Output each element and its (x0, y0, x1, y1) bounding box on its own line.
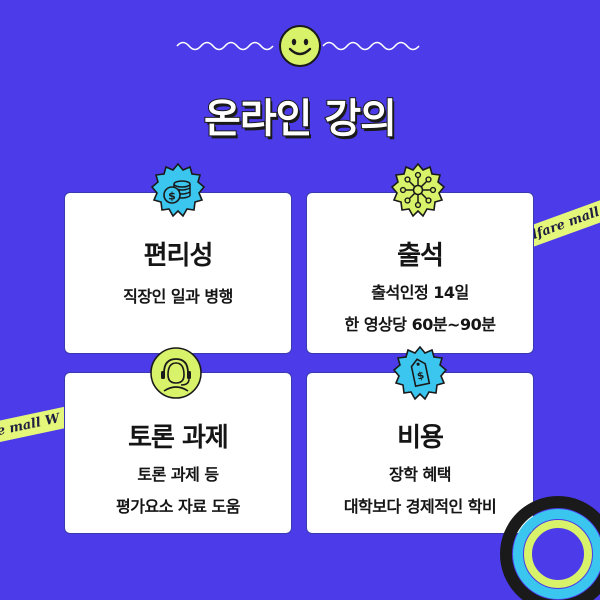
wave-decoration-left (176, 41, 274, 51)
card-line: 장학 혜택 (389, 465, 451, 484)
card-line: 대학보다 경제적인 학비 (343, 497, 497, 516)
svg-text:$: $ (416, 370, 425, 382)
wave-decoration-right (322, 41, 420, 51)
headset-icon (150, 347, 202, 399)
card-line: 한 영상당 60분~90분 (344, 315, 496, 334)
card-attendance: 출석 출석인정 14일 한 영상당 60분~90분 (306, 192, 534, 354)
card-line: 평가요소 자료 도움 (116, 497, 240, 516)
card-title: 편리성 (143, 241, 214, 271)
card-line: 직장인 일과 병행 (123, 287, 233, 306)
coins-icon: $ (150, 162, 206, 218)
card-title: 비용 (397, 423, 444, 453)
card-line: 토론 과제 등 (137, 465, 219, 484)
card-title: 토론 과제 (128, 423, 229, 453)
svg-text:$: $ (168, 190, 176, 203)
card-line: 출석인정 14일 (371, 283, 469, 302)
card-title: 출석 (397, 241, 444, 271)
arc-decoration (500, 496, 600, 600)
card-cost: 비용 장학 혜택 대학보다 경제적인 학비 (306, 372, 534, 534)
smiley-icon (279, 25, 321, 67)
price-tag-icon: $ (392, 345, 448, 401)
network-icon (390, 162, 446, 218)
page-title: 온라인 강의 (203, 95, 398, 143)
card-convenience: 편리성 직장인 일과 병행 (64, 192, 292, 354)
